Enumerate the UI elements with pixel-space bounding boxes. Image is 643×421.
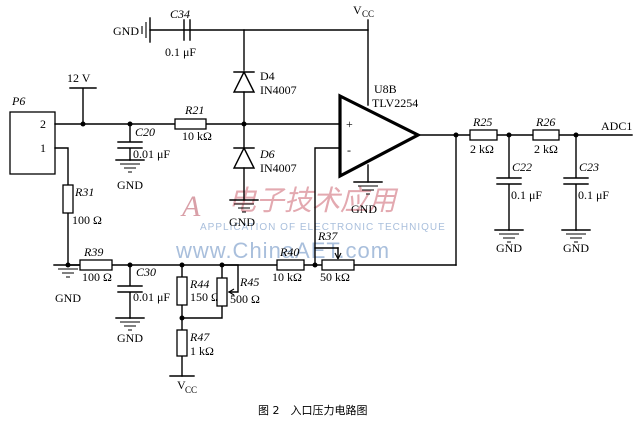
c20-value: 0.01 μF	[133, 147, 170, 161]
resistor-r40: R40 10 kΩ	[272, 245, 305, 284]
capacitor-c22: C22 0.1 μF	[496, 134, 542, 231]
ground-c22: GND	[494, 229, 524, 255]
ground-c20: GND	[115, 159, 145, 192]
r44-value: 150 Ω	[190, 290, 220, 304]
resistor-r26: R26 2 kΩ	[532, 115, 560, 156]
resistor-r25: R25 2 kΩ	[469, 115, 498, 156]
r39-label: R39	[83, 245, 103, 259]
figure-caption: 图 2 入口压力电路图	[258, 404, 368, 417]
r37-label: R37	[317, 229, 338, 243]
r31-value: 100 Ω	[72, 213, 102, 227]
r40-label: R40	[279, 245, 299, 259]
resistor-r47: R47 1 kΩ	[176, 329, 214, 358]
capacitor-c34: C34 0.1 μF	[165, 7, 196, 59]
potentiometer-r37: R37 50 kΩ	[314, 147, 355, 284]
gnd-c34-label: GND	[113, 24, 139, 38]
diode-d4: D4 IN4007	[232, 29, 297, 125]
vcc-top-label: V	[353, 3, 362, 17]
opamp-u8b: + - U8B TLV2254	[338, 82, 422, 183]
gnd-opamp-label: GND	[351, 202, 377, 216]
c34-label: C34	[170, 7, 190, 21]
gnd-c22-label: GND	[496, 241, 522, 255]
ground-opamp: GND	[351, 181, 383, 216]
resistor-r31: R31 100 Ω	[62, 184, 102, 227]
ground-c23: GND	[561, 229, 591, 255]
r45-value: 500 Ω	[230, 292, 260, 306]
watermark: 电子技术应用 A APPLICATION OF ELECTRONIC TECHN…	[175, 184, 446, 263]
p6-pin1: 1	[40, 141, 46, 155]
diode-d6: D6 IN4007	[232, 123, 297, 201]
ground-p6: GND	[53, 264, 83, 305]
resistor-r44: R44 150 Ω	[176, 276, 220, 306]
c23-value: 0.1 μF	[578, 188, 609, 202]
gnd-p6-label: GND	[55, 291, 81, 305]
c22-label: C22	[512, 160, 532, 174]
c23-label: C23	[579, 160, 599, 174]
capacitor-c20: C20 0.01 μF	[117, 123, 170, 161]
capacitor-c23: C23 0.1 μF	[563, 134, 609, 231]
u8b-label: U8B	[374, 82, 397, 96]
adc1-label: ADC1	[601, 119, 632, 133]
d4-label: D4	[260, 69, 275, 83]
ground-d6: GND	[229, 199, 259, 229]
r21-label: R21	[184, 103, 204, 117]
r45-label: R45	[239, 275, 259, 289]
r44-label: R44	[189, 277, 209, 291]
resistor-r21: R21 10 kΩ	[174, 103, 212, 143]
opamp-plus: +	[346, 117, 353, 131]
r39-value: 100 Ω	[82, 270, 112, 284]
r47-value: 1 kΩ	[190, 344, 214, 358]
gnd-c30-label: GND	[117, 331, 143, 345]
d6-label: D6	[259, 147, 275, 161]
gnd-c20-label: GND	[117, 178, 143, 192]
vcc-bottom-label: V	[177, 378, 186, 392]
d4-value: IN4007	[260, 83, 297, 97]
opamp-minus: -	[347, 143, 351, 157]
ground-c30: GND	[115, 317, 145, 345]
c30-value: 0.01 μF	[133, 290, 170, 304]
vcc-bottom-sub: CC	[185, 385, 197, 395]
vcc-top-sub: CC	[362, 9, 374, 19]
vcc-bottom: V CC	[169, 375, 197, 395]
c20-label: C20	[135, 125, 155, 139]
resistor-r39: R39 100 Ω	[79, 245, 113, 284]
r25-value: 2 kΩ	[470, 142, 494, 156]
gnd-c23-label: GND	[563, 241, 589, 255]
connector-p6: P6 2 1	[9, 94, 56, 175]
c22-value: 0.1 μF	[511, 188, 542, 202]
ground-c34: GND	[113, 17, 151, 43]
gnd-d6-label: GND	[229, 215, 255, 229]
r21-value: 10 kΩ	[182, 129, 212, 143]
r40-value: 10 kΩ	[272, 270, 302, 284]
r26-label: R26	[535, 115, 555, 129]
d6-value: IN4007	[260, 161, 297, 175]
r25-label: R25	[472, 115, 492, 129]
c30-label: C30	[136, 265, 156, 279]
supply-12v: 12 V	[67, 71, 97, 125]
v12-label: 12 V	[67, 71, 91, 85]
c34-value: 0.1 μF	[165, 45, 196, 59]
vcc-top-net: V CC	[149, 3, 374, 106]
watermark-line2: www.ChinaAET.com	[175, 238, 390, 263]
p6-pin2: 2	[40, 117, 46, 131]
r31-label: R31	[74, 185, 94, 199]
potentiometer-r45: R45 500 Ω	[216, 264, 260, 307]
watermark-line1: APPLICATION OF ELECTRONIC TECHNIQUE	[200, 222, 446, 233]
watermark-logo-letter: A	[180, 190, 201, 223]
r47-label: R47	[189, 330, 210, 344]
p6-label: P6	[11, 94, 25, 108]
capacitor-c30: C30 0.01 μF	[117, 264, 170, 319]
r26-value: 2 kΩ	[534, 142, 558, 156]
u8b-part: TLV2254	[372, 96, 418, 110]
r37-value: 50 kΩ	[320, 270, 350, 284]
